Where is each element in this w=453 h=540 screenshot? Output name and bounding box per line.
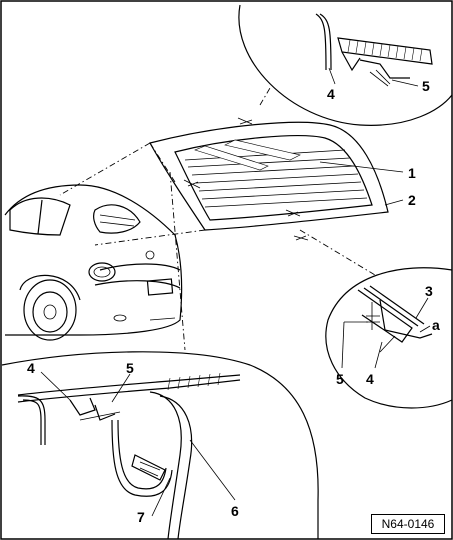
callout-3: 3	[425, 283, 433, 299]
callout-5-bottom: 5	[126, 360, 134, 376]
car-rear-view	[4, 184, 183, 341]
callout-6: 6	[231, 503, 239, 519]
callout-4-top: 4	[327, 86, 335, 102]
leader-1	[319, 161, 404, 173]
callout-5-right: 5	[336, 371, 344, 387]
detail-bubble-top	[238, 4, 453, 126]
callout-2: 2	[408, 192, 416, 208]
projection-lines	[59, 87, 376, 351]
callout-4-bottom: 4	[27, 360, 35, 376]
rear-window	[149, 117, 389, 241]
callout-4-right: 4	[366, 371, 374, 387]
detail-bubble-right	[325, 267, 453, 409]
figure-reference-code: N64-0146	[371, 514, 445, 534]
callout-7: 7	[137, 509, 145, 525]
leader-4-top	[328, 67, 336, 85]
callout-1: 1	[408, 165, 416, 181]
leader-2	[384, 199, 404, 206]
callout-a: a	[432, 317, 440, 333]
leader-5-top	[391, 79, 419, 87]
detail-bubble-bottom	[1, 351, 319, 540]
callout-5-top: 5	[422, 78, 430, 94]
